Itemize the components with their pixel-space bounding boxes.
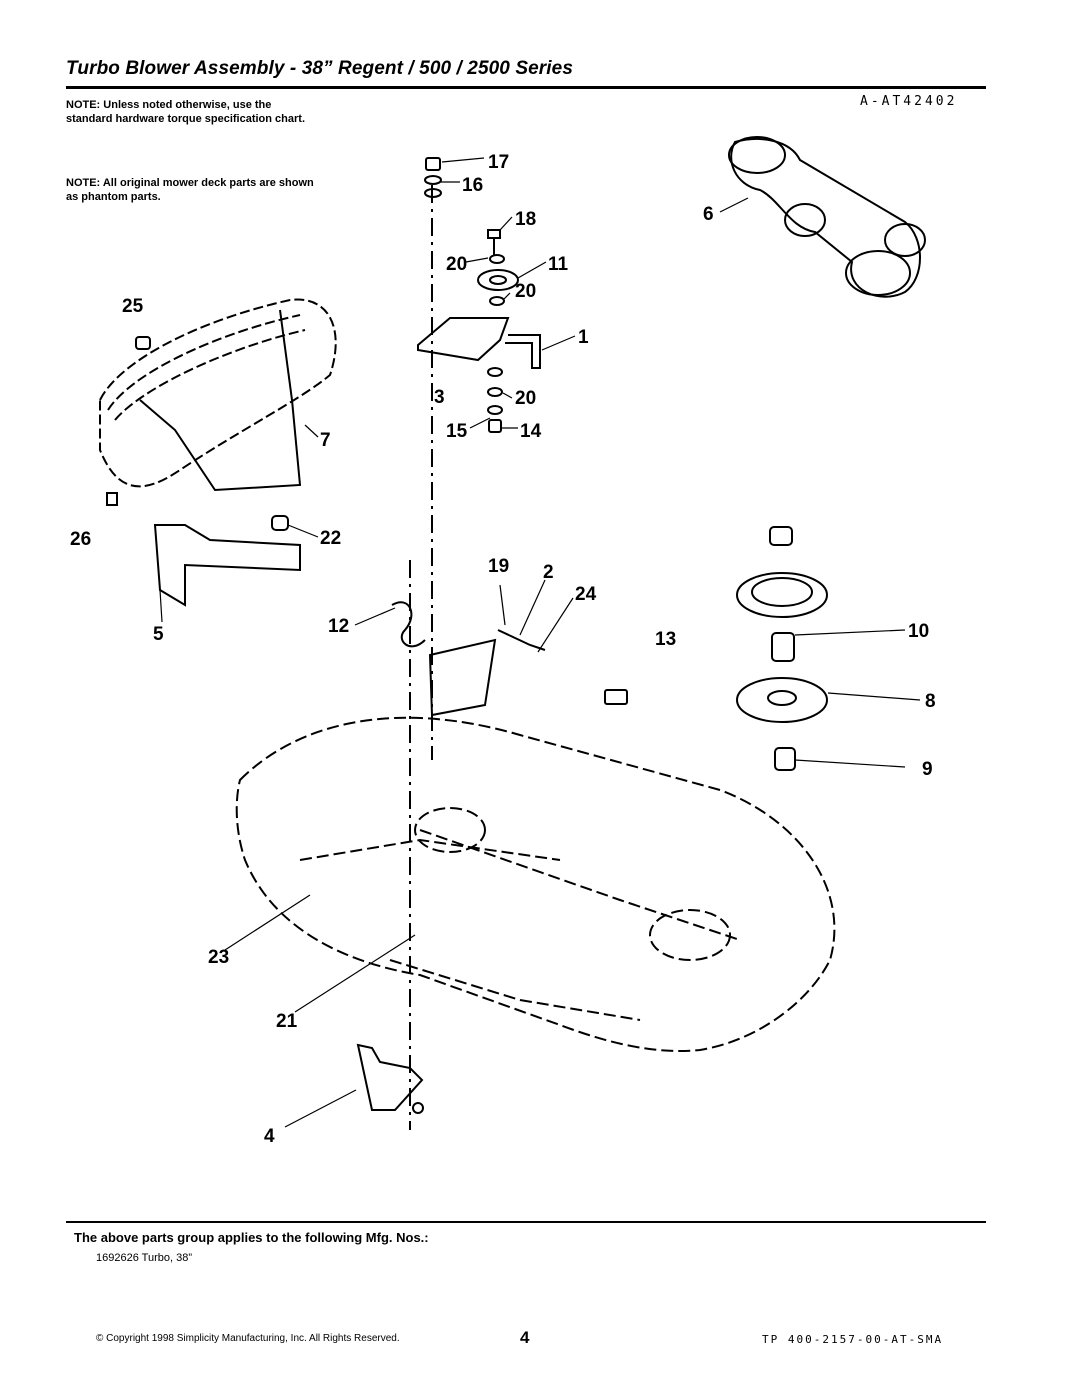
callout-label: 11 [548,254,569,275]
callout-label: 7 [320,430,331,451]
callout-label: 22 [320,528,341,549]
callout-label: 9 [922,759,933,780]
drawing-id: A-AT42402 [860,94,958,109]
callout-label: 10 [908,621,929,642]
callout-label: 16 [462,175,483,196]
callout-label: 19 [488,556,509,577]
page-number: 4 [520,1328,530,1347]
parts-diagram: 17 16 18 6 20 11 20 25 1 3 20 15 14 7 26… [70,136,936,1147]
applies-heading: The above parts group applies to the fol… [74,1230,429,1245]
header-rule [66,86,986,89]
callout-label: 20 [515,388,536,409]
mfg-number: 1692626 Turbo, 38” [96,1252,193,1264]
callout-label: 23 [208,947,229,968]
phantom-parts-note: NOTE: All original mower deck parts are … [66,177,314,203]
callout-label: 20 [446,254,467,275]
callout-label: 1 [578,327,589,348]
torque-note: NOTE: Unless noted otherwise, use the st… [66,99,306,125]
callout-label: 2 [543,562,554,583]
copyright-notice: © Copyright 1998 Simplicity Manufacturin… [96,1333,400,1344]
callout-label: 24 [575,584,597,605]
belt-assembly [728,136,926,298]
document-code: TP 400-2157-00-AT-SMA [762,1333,944,1346]
callout-label: 6 [703,204,714,225]
callout-label: 17 [488,152,509,173]
callout-label: 5 [153,624,164,645]
callout-label: 8 [925,691,936,712]
callout-label: 3 [434,387,445,408]
callout-label: 26 [70,529,91,550]
callout-label: 15 [446,421,468,442]
callout-label: 21 [276,1011,298,1032]
page-title: Turbo Blower Assembly - 38” Regent / 500… [66,58,573,79]
callout-label: 18 [515,209,536,230]
callout-label: 20 [515,281,536,302]
callout-label: 25 [122,296,144,317]
callout-label: 13 [655,629,676,650]
footer-rule [66,1221,986,1223]
callout-label: 4 [264,1126,275,1147]
callout-label: 12 [328,616,349,637]
callout-label: 14 [520,421,542,442]
